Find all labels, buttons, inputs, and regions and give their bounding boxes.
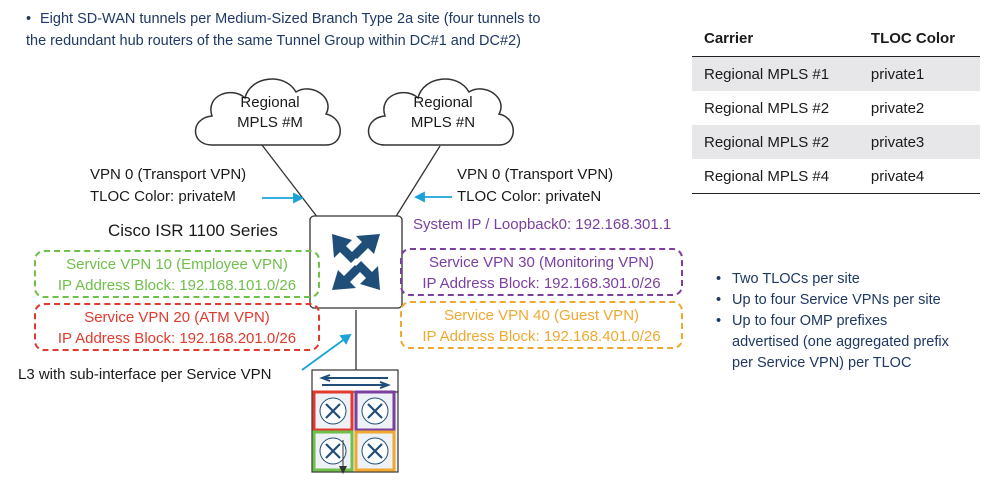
table-cell-color: private1 [858,56,980,91]
cloud-right-shape [367,78,514,146]
table-cell-carrier: Regional MPLS #1 [692,56,859,91]
bullet-tlocs: Two TLOCs per site [712,269,949,290]
cloud-left: Regional MPLS #M [225,93,315,133]
service-vpn-30-box: Service VPN 30 (Monitoring VPN) IP Addre… [400,248,683,296]
bullet-omp-line1: Up to four OMP prefixes [732,313,888,329]
tloc-table-container: Carrier TLOC Color Regional MPLS #1 priv… [692,20,980,194]
cloud-left-line2: MPLS #M [237,114,303,131]
tloc-header-color: TLOC Color [858,20,980,57]
transport-left-label: VPN 0 (Transport VPN) TLOC Color: privat… [90,164,246,208]
service-vpn-40-box: Service VPN 40 (Guest VPN) IP Address Bl… [400,301,683,349]
cloud-right-line2: MPLS #N [410,114,476,131]
router-series-label: Cisco ISR 1100 Series [108,221,278,240]
router-icon [309,215,403,309]
service-vpn-40-name: Service VPN 40 (Guest VPN) [443,307,640,324]
bullet-omp-prefixes: Up to four OMP prefixes advertised (one … [712,311,949,374]
table-cell-color: private2 [870,99,925,117]
cloud-right: Regional MPLS #N [398,93,488,133]
bullet-service-vpns: Up to four Service VPNs per site [712,290,949,311]
table-cell-color: private3 [858,125,980,159]
service-vpn-20-block: IP Address Block: 192.168.201.0/26 [57,330,297,347]
bullet-omp-line3: per Service VPN) per TLOC [732,355,912,371]
service-vpn-30-block: IP Address Block: 192.168.301.0/26 [422,275,661,292]
summary-bullets: Two TLOCs per site Up to four Service VP… [712,269,949,374]
transport-right-line1: VPN 0 (Transport VPN) [457,166,614,183]
l3-note: L3 with sub-interface per Service VPN [18,366,272,383]
tloc-table: Carrier TLOC Color Regional MPLS #1 priv… [692,20,980,194]
service-vpn-10-name: Service VPN 10 (Employee VPN) [66,256,288,273]
tloc-header-carrier: Carrier [692,20,859,57]
header-note-line2: the redundant hub routers of the same Tu… [26,33,521,49]
table-row: Regional MPLS #1 private1 [692,56,980,91]
header-note-line1: Eight SD-WAN tunnels per Medium-Sized Br… [40,11,541,27]
system-ip-label: System IP / Loopback0: 192.168.301.1 [413,216,672,233]
bullet-omp-line2: advertised (one aggregated prefix [732,334,949,350]
tloc-table-header-row: Carrier TLOC Color [692,20,980,57]
service-vpn-30-name: Service VPN 30 (Monitoring VPN) [428,254,655,271]
transport-left-line2: TLOC Color: privateM [90,188,236,205]
transport-left-line1: VPN 0 (Transport VPN) [90,166,247,183]
pointer-arrows [262,191,452,371]
service-vpn-10-block: IP Address Block: 192.168.101.0/26 [57,277,297,294]
service-vpn-10-box: Service VPN 10 (Employee VPN) IP Address… [34,250,320,298]
header-bullet: • [26,11,32,27]
table-row: Regional MPLS #2 private2 [692,91,980,125]
table-cell-color: private4 [858,159,980,194]
header-note: • Eight SD-WAN tunnels per Medium-Sized … [26,8,541,52]
table-cell-carrier: Regional MPLS #2 [704,99,830,117]
service-vpn-40-block: IP Address Block: 192.168.401.0/26 [422,328,661,345]
cloud-left-line1: Regional [240,94,300,111]
service-vpn-20-box: Service VPN 20 (ATM VPN) IP Address Bloc… [34,303,320,351]
transport-right-label: VPN 0 (Transport VPN) TLOC Color: privat… [457,164,613,208]
cloud-left-shape [194,78,341,146]
table-row: Regional MPLS #2 private3 [692,125,980,159]
switch-stack-icon [311,369,399,474]
service-vpn-20-name: Service VPN 20 (ATM VPN) [84,309,270,326]
table-cell-carrier: Regional MPLS #2 [692,125,859,159]
transport-right-line2: TLOC Color: privateN [457,188,602,205]
table-cell-carrier: Regional MPLS #4 [692,159,859,194]
table-row: Regional MPLS #4 private4 [692,159,980,194]
cloud-right-line1: Regional [413,94,473,111]
